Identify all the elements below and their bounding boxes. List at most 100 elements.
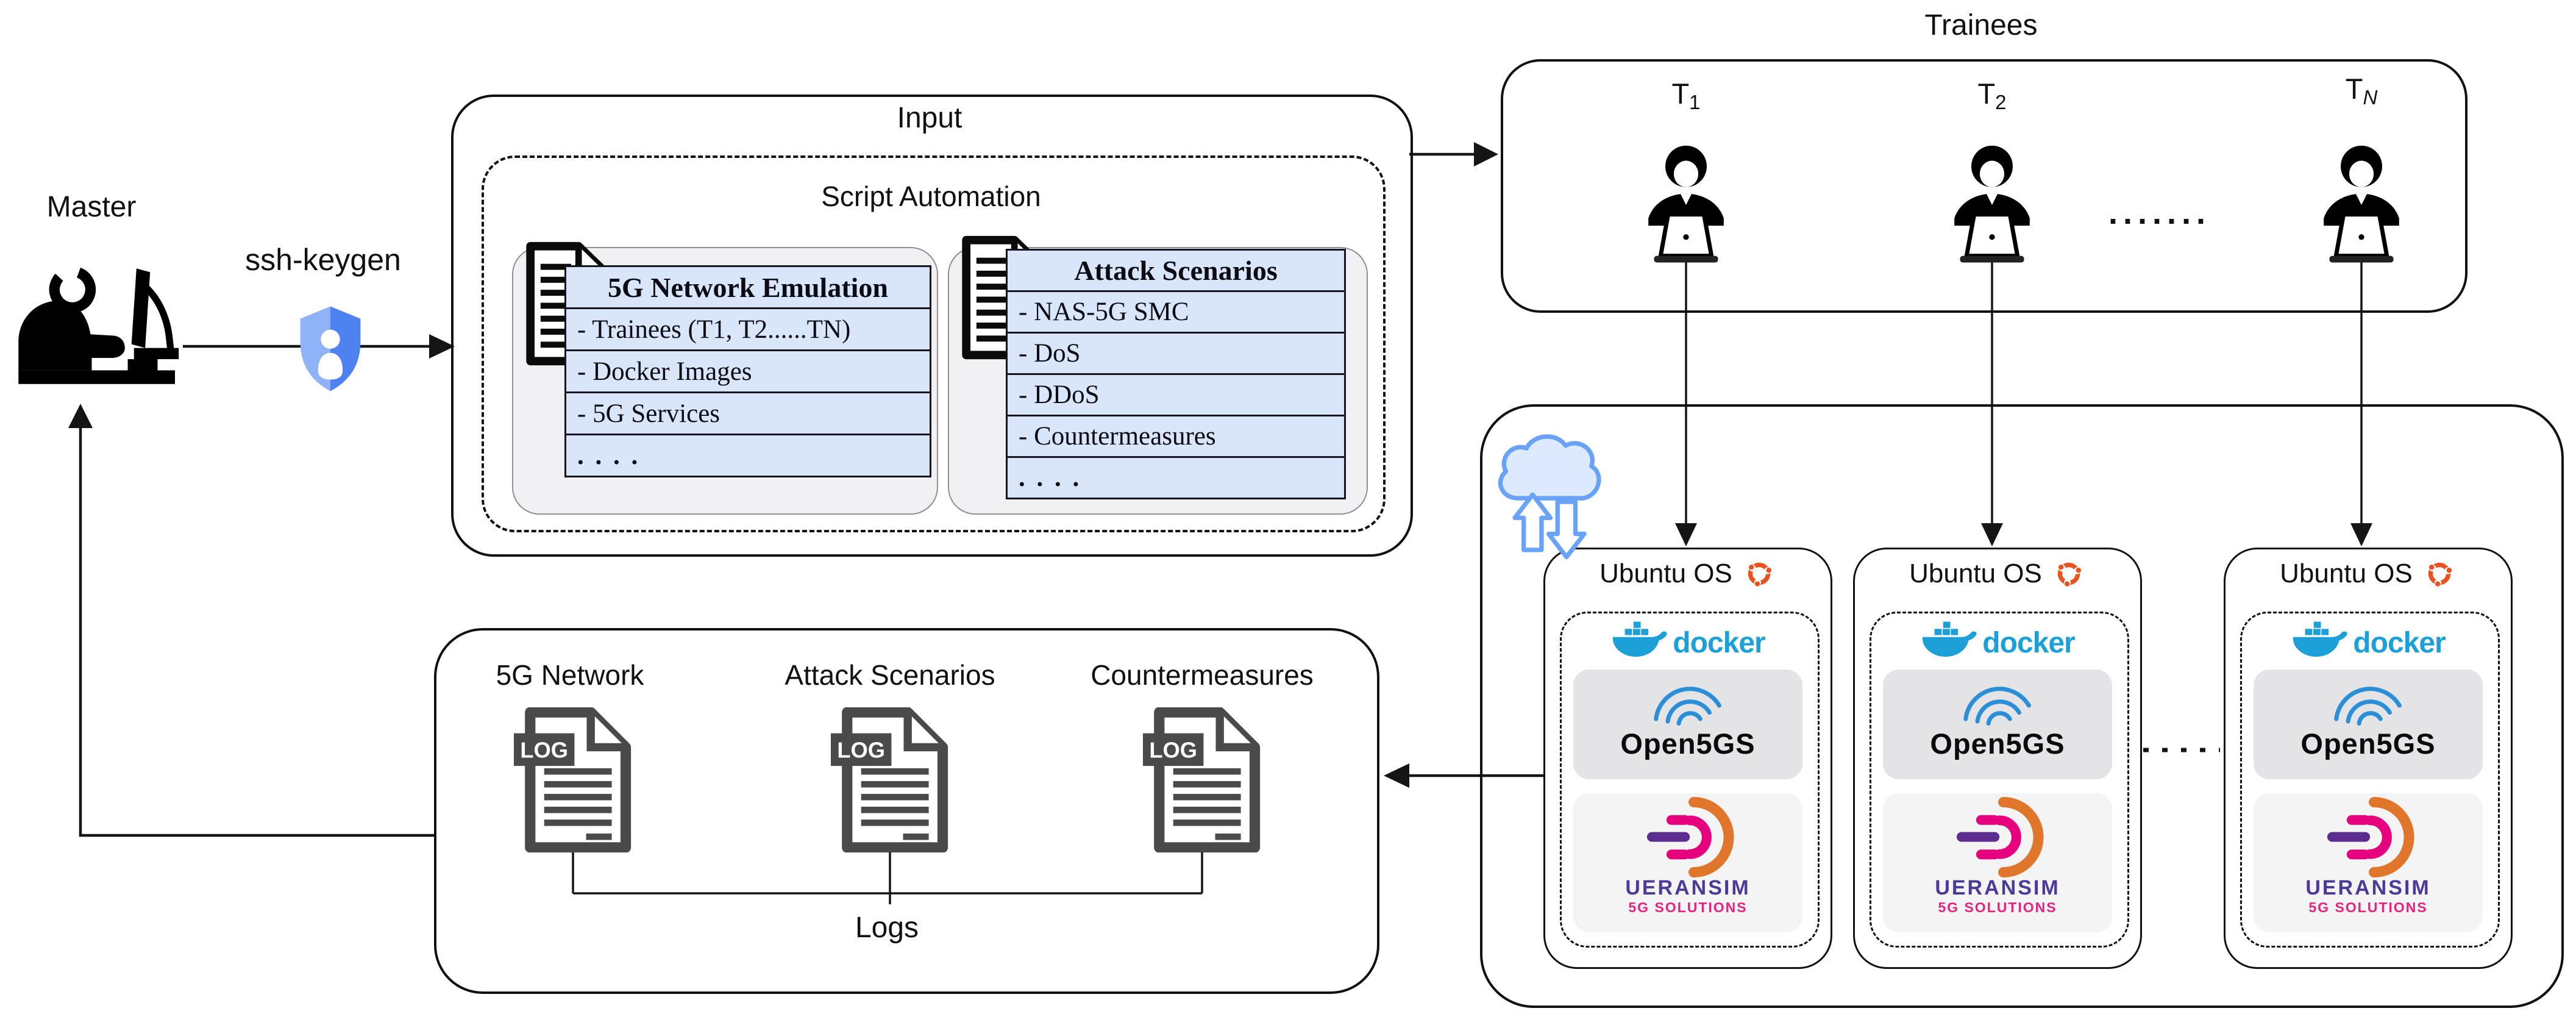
ubuntu-os-label: Ubuntu OS: [1909, 559, 2042, 588]
master-label: Master: [46, 191, 137, 223]
log-label-attack-scenarios: Attack Scenarios: [785, 659, 995, 691]
open5gs-arcs-icon: [1654, 687, 1721, 726]
attack-table: Attack Scenarios - NAS-5G SMC - DoS - DD…: [1006, 249, 1346, 499]
open5gs-label: Open5GS: [1620, 727, 1756, 760]
docker-logo: docker: [2226, 620, 2511, 662]
ssh-keygen-label: ssh-keygen: [245, 243, 401, 277]
trainee-2-label: T2: [1931, 77, 2053, 113]
trainee-2-arrowhead: [1981, 523, 2003, 546]
ubuntu-os-label: Ubuntu OS: [1599, 559, 1732, 588]
ueransim-sublabel: 5G SOLUTIONS: [2308, 899, 2428, 915]
log-badge: LOG: [1149, 738, 1197, 763]
docker-whale-icon: [2293, 621, 2348, 657]
trainees-ellipsis: .......: [2108, 195, 2211, 231]
table-row-ellipsis: . . . .: [566, 434, 930, 476]
trainee-1-subscript: 1: [1689, 91, 1701, 113]
input-to-trainees-arrowhead: [1474, 142, 1498, 166]
emulation-table-header: 5G Network Emulation: [608, 271, 888, 303]
docker-label: docker: [2353, 627, 2446, 659]
table-row: - DDoS: [1008, 373, 1344, 415]
ubuntu-os-header: Ubuntu OS: [2226, 557, 2511, 591]
logs-box: [434, 628, 1379, 994]
ubuntu-logo-icon: [2057, 562, 2081, 587]
ubuntu-os-header: Ubuntu OS: [1545, 557, 1831, 591]
attack-table-header: Attack Scenarios: [1074, 255, 1278, 286]
input-title: Input: [897, 102, 962, 134]
table-row: - DoS: [1008, 332, 1344, 373]
ubuntu-logo-icon: [1748, 562, 1771, 587]
trainee-n-subscript: N: [2363, 86, 2378, 109]
trainee-1-arrowhead: [1675, 523, 1697, 546]
log-doc-attack-scenarios-icon: LOG: [831, 707, 950, 852]
open5gs-card: Open5GS: [2254, 670, 2483, 779]
ubuntu-logo-icon: [2428, 562, 2452, 587]
ueransim-sublabel: 5G SOLUTIONS: [1938, 899, 2057, 915]
ueransim-label: UERANSIM: [1935, 876, 2060, 899]
open5gs-label: Open5GS: [1930, 727, 2065, 760]
trainee-n-label: TN: [2300, 72, 2422, 109]
table-row: - Countermeasures: [1008, 415, 1344, 456]
docker-whale-icon: [1613, 621, 1668, 657]
logs-title: Logs: [855, 912, 919, 944]
table-row: - Trainees (T1, T2......TN): [566, 307, 930, 349]
log-badge: LOG: [837, 738, 885, 763]
cloud-sync-icon: [1493, 430, 1609, 570]
trainee-n-letter: T: [2345, 73, 2363, 105]
cloud-box: [1480, 404, 2564, 1008]
trainee-n-arrowhead: [2350, 523, 2372, 546]
ueransim-card: UERANSIM 5G SOLUTIONS: [2254, 793, 2483, 932]
table-row: - Docker Images: [566, 349, 930, 391]
ubuntu-node-2: Ubuntu OS docker: [1853, 548, 2142, 969]
trainee-2-subscript: 2: [1995, 91, 2007, 113]
docker-dashed-box: [2240, 612, 2500, 948]
open5gs-arcs-icon: [1963, 687, 2031, 726]
trainee-1-label: T1: [1625, 77, 1747, 113]
ueransim-logo-icon: [2327, 797, 2414, 877]
ssh-arrowhead: [429, 334, 455, 359]
ssh-key-shield-icon: [296, 304, 365, 394]
docker-dashed-box: [1560, 612, 1820, 948]
open5gs-label: Open5GS: [2300, 727, 2436, 760]
trainee-1-letter: T: [1671, 77, 1690, 110]
trainees-title: Trainees: [1924, 9, 2038, 41]
ubuntu-os-header: Ubuntu OS: [1855, 557, 2140, 591]
feedback-line: [79, 424, 434, 837]
script-automation-title: Script Automation: [821, 180, 1041, 212]
trainee-1-person-icon: [1637, 139, 1735, 263]
ueransim-card: UERANSIM 5G SOLUTIONS: [1573, 793, 1802, 932]
docker-label: docker: [1982, 627, 2075, 659]
script-automation-box: [482, 155, 1386, 532]
log-doc-5g-network-icon: LOG: [514, 707, 633, 852]
trainees-box: [1501, 59, 2467, 313]
table-row-ellipsis: . . . .: [1008, 456, 1344, 498]
ubuntu-node-1: Ubuntu OS docker: [1543, 548, 1832, 969]
trainee-n-person-icon: [2313, 139, 2410, 263]
log-doc-countermeasures-icon: LOG: [1143, 707, 1262, 852]
ubuntu-os-label: Ubuntu OS: [2280, 559, 2413, 588]
ueransim-label: UERANSIM: [1625, 876, 1751, 899]
master-at-desk-icon: [18, 261, 199, 391]
trainee-2-person-icon: [1943, 139, 2041, 263]
table-row: - NAS-5G SMC: [1008, 290, 1344, 332]
ueransim-label: UERANSIM: [2305, 876, 2431, 899]
arrowheads: [68, 142, 2372, 788]
open5gs-arcs-icon: [2334, 687, 2402, 726]
log-badge: LOG: [520, 738, 568, 763]
ueransim-logo-icon: [1646, 797, 1734, 877]
cloud-to-logs-arrowhead: [1384, 763, 1409, 788]
open5gs-card: Open5GS: [1883, 670, 2112, 779]
emulation-table: 5G Network Emulation - Trainees (T1, T2.…: [564, 265, 931, 477]
ubuntu-node-n: Ubuntu OS docker: [2224, 548, 2513, 969]
ueransim-logo-icon: [1956, 797, 2044, 877]
docker-logo: docker: [1855, 620, 2140, 662]
feedback-arrowhead: [68, 404, 93, 428]
logs-bracket: [572, 852, 1203, 904]
docker-logo: docker: [1545, 620, 1831, 662]
open5gs-card: Open5GS: [1573, 670, 1802, 779]
docker-label: docker: [1673, 627, 1765, 659]
trainee-2-letter: T: [1977, 77, 1996, 110]
log-label-5g-network: 5G Network: [496, 659, 644, 691]
table-row: - 5G Services: [566, 391, 930, 434]
